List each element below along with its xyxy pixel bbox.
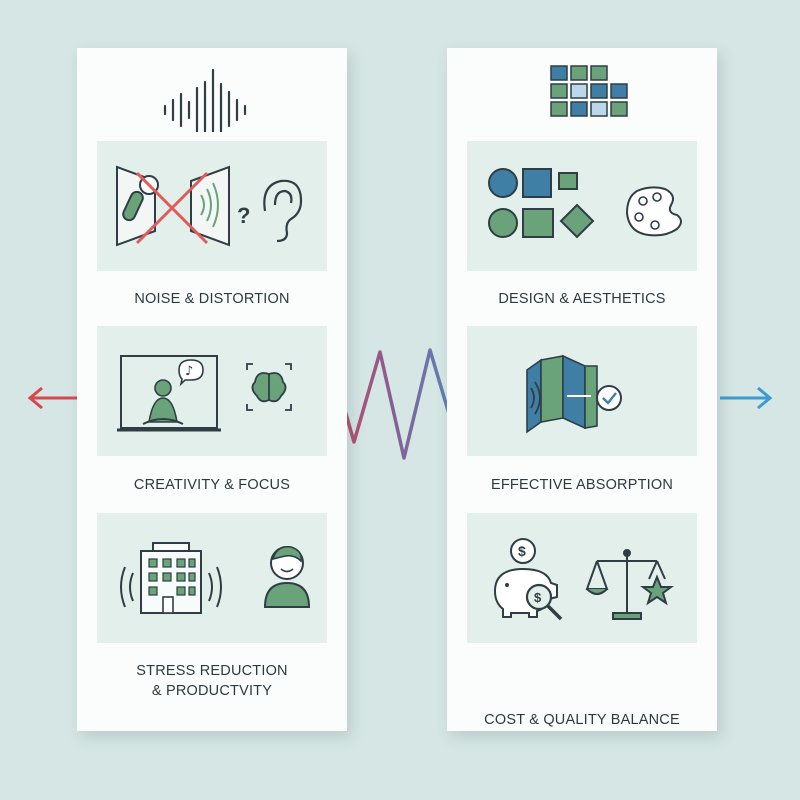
meditation-focus-icon: ♪ xyxy=(117,355,292,432)
creativity-focus-card: ♪ xyxy=(97,326,327,456)
piggy-bank-scale-icon: $ $ xyxy=(493,538,674,621)
right-column-panel: DESIGN & AESTHETICS EFFECTIVE ABSORPTION… xyxy=(447,48,717,731)
left-column-panel: ? NOISE & DISTORTION ♪ CREATIVITY & FOCU… xyxy=(77,48,347,731)
cost-quality-card: $ $ xyxy=(467,513,697,643)
magnifier-icon: $ xyxy=(525,583,563,621)
palette-icon xyxy=(625,186,682,237)
right-arrow-icon xyxy=(720,386,773,410)
coin-icon: $ xyxy=(510,538,536,564)
svg-text:$: $ xyxy=(534,590,542,605)
stress-productivity-label-line1: STRESS REDUCTION xyxy=(136,663,288,679)
cost-quality-label: COST & QUALITY BALANCE xyxy=(484,712,680,728)
noise-distortion-label: NOISE & DISTORTION xyxy=(134,291,290,307)
noise-distortion-icon: ? xyxy=(116,165,303,247)
building-person-icon xyxy=(120,542,311,614)
left-arrow-icon xyxy=(27,386,80,410)
stress-reduction-card xyxy=(97,513,327,643)
shapes-palette-icon xyxy=(488,168,682,239)
person-icon xyxy=(263,545,311,608)
svg-text:$: $ xyxy=(518,543,526,559)
noise-distortion-card: ? xyxy=(97,141,327,271)
svg-text:?: ? xyxy=(237,203,250,228)
brain-icon xyxy=(246,363,292,411)
svg-text:♪: ♪ xyxy=(185,364,193,379)
effective-absorption-label: EFFECTIVE ABSORPTION xyxy=(490,477,674,493)
effective-absorption-card xyxy=(467,326,697,456)
design-aesthetics-card xyxy=(467,141,697,271)
tile-grid-icon xyxy=(550,65,628,117)
stress-productivity-label-line2: & PRODUCTVITY xyxy=(151,683,273,699)
acoustic-panel-icon xyxy=(526,354,622,434)
design-aesthetics-label: DESIGN & AESTHETICS xyxy=(498,291,666,307)
stress-productivity-label: STRESS REDUCTION & PRODUCTVITY xyxy=(77,661,347,701)
creativity-focus-label: CREATIVITY & FOCUS xyxy=(133,477,291,493)
ear-icon xyxy=(263,179,303,243)
balance-scale-icon xyxy=(585,549,674,620)
sound-wave-icon xyxy=(163,68,247,132)
